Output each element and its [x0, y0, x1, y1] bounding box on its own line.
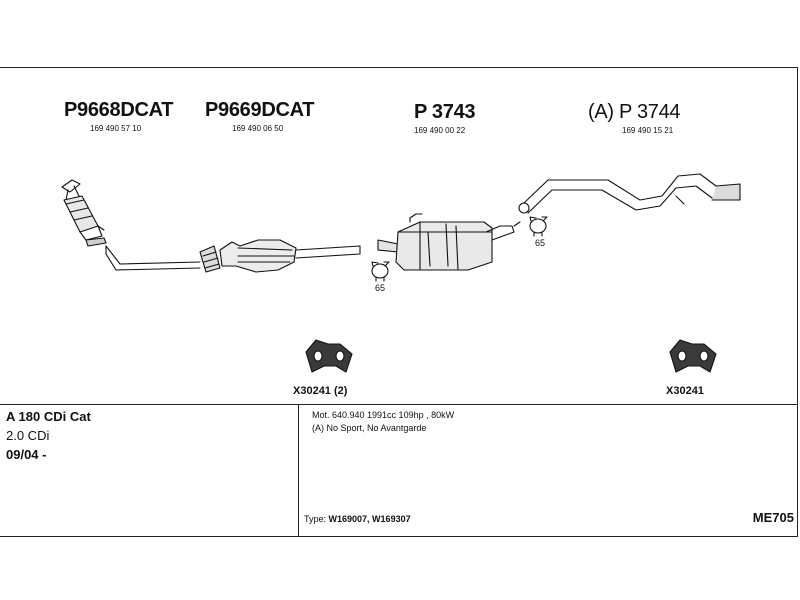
- clamp-label-front: 65: [375, 283, 386, 293]
- type-line: Type: W169007, W169307: [304, 514, 411, 524]
- oe-number-catalyst-front: 169 490 57 10: [90, 124, 142, 133]
- diagram-frame: [0, 67, 798, 537]
- type-value: W169007, W169307: [328, 514, 411, 524]
- clamp-label-rear: 65: [535, 238, 546, 248]
- part-number-rear-pipe[interactable]: (A) P 3744: [588, 101, 681, 123]
- catalyst-middle-drawing[interactable]: [199, 239, 361, 273]
- part-number-catalyst-front[interactable]: P9668DCAT: [64, 99, 174, 121]
- oe-number-catalyst-middle: 169 490 06 50: [232, 124, 284, 133]
- part-number-catalyst-middle[interactable]: P9669DCAT: [205, 99, 315, 121]
- middle-silencer-drawing[interactable]: [377, 213, 521, 271]
- type-label: Type:: [304, 514, 327, 524]
- vehicle-model: A 180 CDi Cat: [6, 409, 91, 424]
- vehicle-date: 09/04 -: [6, 447, 47, 462]
- catalog-code: ME705: [752, 510, 794, 525]
- oe-number-rear-pipe: 169 490 15 21: [622, 126, 674, 135]
- oe-number-middle-silencer: 169 490 00 22: [414, 126, 466, 135]
- part-number-middle-silencer[interactable]: P 3743: [414, 101, 476, 123]
- hanger-front-drawing[interactable]: [305, 339, 353, 373]
- motor-spec: Mot. 640.940 1991cc 109hp , 80kW: [312, 410, 455, 420]
- option-note: (A) No Sport, No Avantgarde: [312, 423, 427, 433]
- clamp-rear-drawing[interactable]: [529, 216, 548, 237]
- catalyst-front-drawing[interactable]: [61, 179, 107, 247]
- hanger-label-rear: X30241: [666, 385, 704, 397]
- vehicle-engine: 2.0 CDi: [6, 428, 50, 443]
- hanger-rear-drawing[interactable]: [669, 339, 717, 373]
- info-divider: [0, 404, 798, 405]
- front-pipe-drawing[interactable]: [105, 245, 201, 271]
- rear-pipe-drawing[interactable]: [518, 173, 741, 214]
- hanger-label-front: X30241 (2): [293, 385, 348, 397]
- clamp-front-drawing[interactable]: [371, 261, 390, 282]
- info-column-divider: [298, 404, 299, 537]
